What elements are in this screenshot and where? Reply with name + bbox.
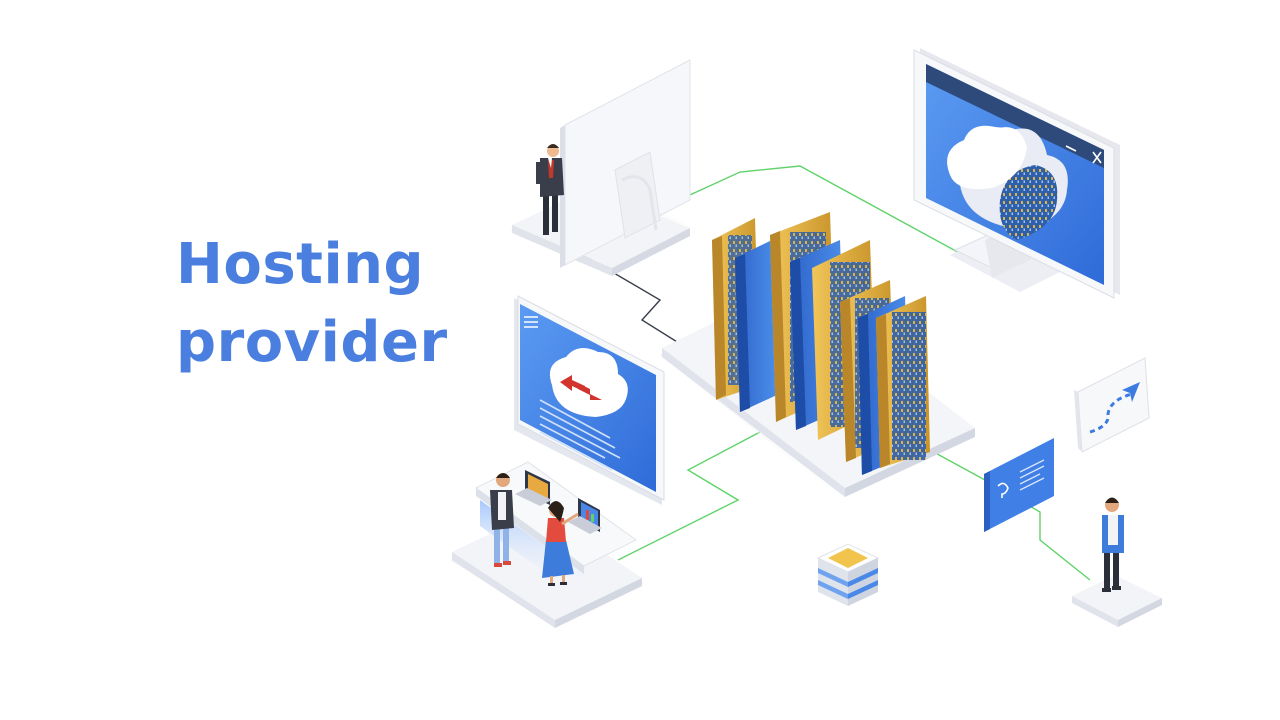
transfer-monitor [514, 295, 665, 505]
navigation-arrow-icon [1089, 382, 1140, 434]
server-racks [712, 212, 930, 475]
code-panel [984, 438, 1054, 532]
laptop [515, 470, 552, 506]
cloud-monitor [913, 48, 1120, 299]
person-man-right [1102, 497, 1124, 592]
title-line-1: Hosting [176, 232, 425, 297]
network-line-right [929, 449, 1091, 581]
laptop [568, 498, 602, 534]
screen-text-lines [524, 316, 538, 328]
cloud-transfer-icon [549, 348, 628, 417]
database-stack-icon [816, 543, 880, 606]
right-platform [1072, 575, 1162, 627]
network-line-dispatch [617, 431, 761, 561]
window-minimize-icon [1065, 145, 1077, 152]
navigation-tile [1074, 357, 1150, 453]
screen-text-lines [539, 399, 621, 471]
server-rack-icon [876, 296, 930, 468]
window-close-icon [1092, 151, 1102, 164]
cloud-icon [947, 125, 1068, 240]
code-panel-icon [1019, 459, 1045, 491]
title-line-2: provider [176, 310, 448, 375]
person-analyst [490, 473, 514, 567]
person-woman [542, 501, 579, 586]
page-title: Hosting provider [176, 226, 448, 382]
monitor-back [560, 59, 691, 268]
server-rack-icon [735, 240, 777, 412]
person-businessman [536, 144, 564, 235]
